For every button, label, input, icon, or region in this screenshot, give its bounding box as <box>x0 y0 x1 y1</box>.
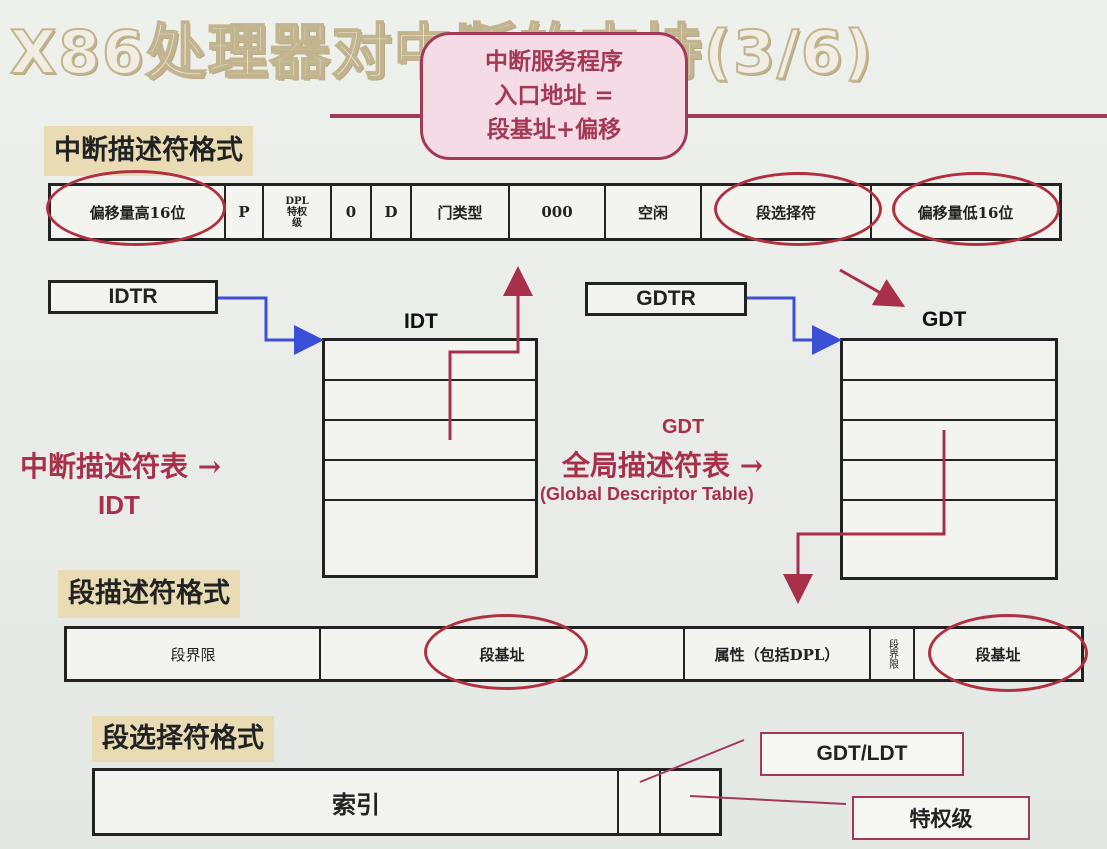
gdt-entry <box>843 381 1055 421</box>
field-d: D <box>372 186 412 238</box>
selector-to-gdt-arrow <box>839 268 906 307</box>
idt-entry <box>325 421 535 461</box>
title-underline <box>330 114 1107 118</box>
highlight-segment-selector <box>714 172 882 246</box>
segment-selector-table: 索引 <box>92 768 722 836</box>
privilege-box: 特权级 <box>852 796 1030 840</box>
callout-line-3: 段基址+偏移 <box>486 116 622 143</box>
callout-line-2: 入口地址 = <box>494 82 614 109</box>
gdt-entry-down-arrow <box>783 430 946 604</box>
idt-heading: IDT <box>404 310 438 333</box>
gdt-ldt-leader <box>639 739 745 783</box>
field-dpl-sub2: 级 <box>292 217 302 229</box>
gdt-entry <box>843 421 1055 461</box>
sd-field-limit-small: 段界限 <box>871 629 915 679</box>
gdtr-register: GDTR <box>585 282 747 316</box>
field-000: 000 <box>510 186 606 238</box>
segment-selector-label: 段选择符格式 <box>92 716 274 762</box>
gdt-entry <box>843 461 1055 501</box>
gdt-table <box>840 338 1058 580</box>
field-dpl-sub1: 特权 <box>287 206 307 218</box>
idt-entry <box>325 381 535 421</box>
field-dpl-label: DPL <box>285 195 309 207</box>
idt-table <box>322 338 538 578</box>
idt-entry <box>325 341 535 381</box>
ss-field-index: 索引 <box>95 771 619 833</box>
gdt-ldt-box: GDT/LDT <box>760 732 964 776</box>
callout-line-1: 中断服务程序 <box>485 48 623 75</box>
gdt-side-label: 全局描述符表 → <box>562 449 764 482</box>
gdtr-to-gdt-arrow <box>747 296 842 355</box>
sd-field-attributes: 属性（包括DPL） <box>685 629 871 679</box>
highlight-offset-high <box>46 170 226 246</box>
gdt-side-english: (Global Descriptor Table) <box>540 484 754 504</box>
field-dpl: DPL 特权 级 <box>264 186 332 238</box>
idt-entry-up-arrow <box>448 266 533 440</box>
idt-side-label: 中断描述符表 → <box>20 450 222 483</box>
idt-side-abbrev: IDT <box>98 490 140 520</box>
highlight-segment-base-2 <box>928 614 1088 692</box>
idt-entry <box>325 461 535 501</box>
ss-field-ti <box>619 771 661 833</box>
gdt-entry <box>843 341 1055 381</box>
field-free: 空闲 <box>606 186 702 238</box>
entry-address-callout: 中断服务程序 入口地址 = 段基址+偏移 <box>420 32 688 160</box>
field-zero: 0 <box>332 186 372 238</box>
gdt-heading: GDT <box>922 308 967 331</box>
segment-descriptor-label: 段描述符格式 <box>58 570 240 618</box>
idtr-to-idt-arrow <box>218 296 324 355</box>
idtr-register: IDTR <box>48 280 218 314</box>
gdt-side-abbrev: GDT <box>662 416 705 438</box>
field-gate-type: 门类型 <box>412 186 510 238</box>
field-p: P <box>226 186 264 238</box>
highlight-offset-low <box>892 172 1060 246</box>
sd-field-limit: 段界限 <box>67 629 321 679</box>
highlight-segment-base <box>424 614 588 690</box>
interrupt-descriptor-label: 中断描述符格式 <box>44 126 253 176</box>
privilege-leader <box>689 795 847 805</box>
